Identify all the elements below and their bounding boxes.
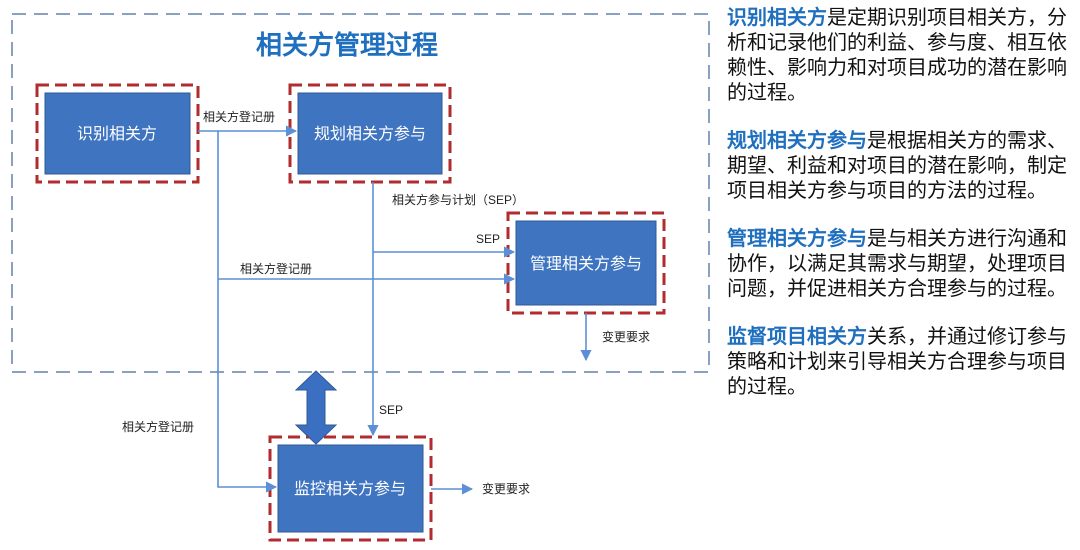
monitor-label: 监控相关方参与: [294, 480, 406, 498]
term-monitor: 监督项目相关方: [727, 326, 867, 348]
label-register-to-monitor: 相关方登记册: [122, 419, 194, 434]
text-plan: 是根据相关方的需求、期望、利益和对项目的潜在影响，制定项目相关方参与项目的方法的…: [727, 130, 1067, 202]
label-change-request-manage: 变更要求: [602, 329, 650, 344]
manage-label: 管理相关方参与: [530, 255, 642, 273]
plan-label: 规划相关方参与: [314, 125, 426, 143]
arrow-register-to-monitor: [217, 131, 278, 493]
identify-highlight-frame: [35, 83, 200, 184]
identify-box: [44, 92, 191, 175]
description-manage: 管理相关方参与是与相关方进行沟通和协作，以满足其需求与期望，处理项目问题，并促进…: [727, 227, 1073, 302]
term-identify: 识别相关方: [727, 7, 827, 29]
label-sep-to-monitor: SEP: [379, 403, 403, 417]
flow-connectors: [198, 125, 592, 495]
plan-highlight-frame: [288, 83, 452, 184]
text-identify: 是定期识别项目相关方，分析和记录他们的利益、参与度、相互依赖性、影响力和对项目成…: [727, 7, 1067, 104]
term-plan: 规划相关方参与: [727, 130, 867, 152]
process-identify-stakeholders[interactable]: 识别相关方: [35, 83, 200, 184]
label-change-request-monitor: 变更要求: [482, 481, 530, 496]
label-register-to-plan: 相关方登记册: [203, 109, 275, 124]
label-register-to-manage: 相关方登记册: [240, 261, 312, 276]
process-monitor-engagement[interactable]: 监控相关方参与: [268, 435, 433, 542]
identify-label: 识别相关方: [77, 125, 157, 143]
text-monitor: 关系，并通过修订参与策略和计划来引导相关方合理参与项目的过程。: [727, 326, 1067, 398]
manage-box: [515, 220, 657, 306]
label-sep-full: 相关方参与计划（SEP）: [392, 192, 524, 207]
diagram-title: 相关方管理过程: [256, 30, 438, 60]
monitor-box: [277, 444, 424, 533]
process-descriptions: 识别相关方是定期识别项目相关方，分析和记录他们的利益、参与度、相互依赖性、影响力…: [727, 6, 1073, 423]
term-manage: 管理相关方参与: [727, 228, 867, 250]
process-group-boundary: [11, 13, 710, 373]
double-arrow-icon: [294, 370, 338, 445]
text-manage: 是与相关方进行沟通和协作，以满足其需求与期望，处理项目问题，并促进相关方合理参与…: [727, 228, 1067, 300]
description-identify: 识别相关方是定期识别项目相关方，分析和记录他们的利益、参与度、相互依赖性、影响力…: [727, 6, 1073, 106]
label-sep-to-manage: SEP: [476, 232, 500, 246]
stakeholder-process-diagram: 相关方管理过程 识别相关方 规划相关方参与 管理相关方参与 监控相关方参与 相关…: [11, 13, 710, 542]
process-plan-engagement[interactable]: 规划相关方参与: [288, 83, 452, 184]
plan-box: [297, 92, 443, 175]
process-manage-engagement[interactable]: 管理相关方参与: [506, 211, 666, 315]
description-monitor: 监督项目相关方关系，并通过修订参与策略和计划来引导相关方合理参与项目的过程。: [727, 325, 1073, 400]
description-plan: 规划相关方参与是根据相关方的需求、期望、利益和对项目的潜在影响，制定项目相关方参…: [727, 129, 1073, 204]
